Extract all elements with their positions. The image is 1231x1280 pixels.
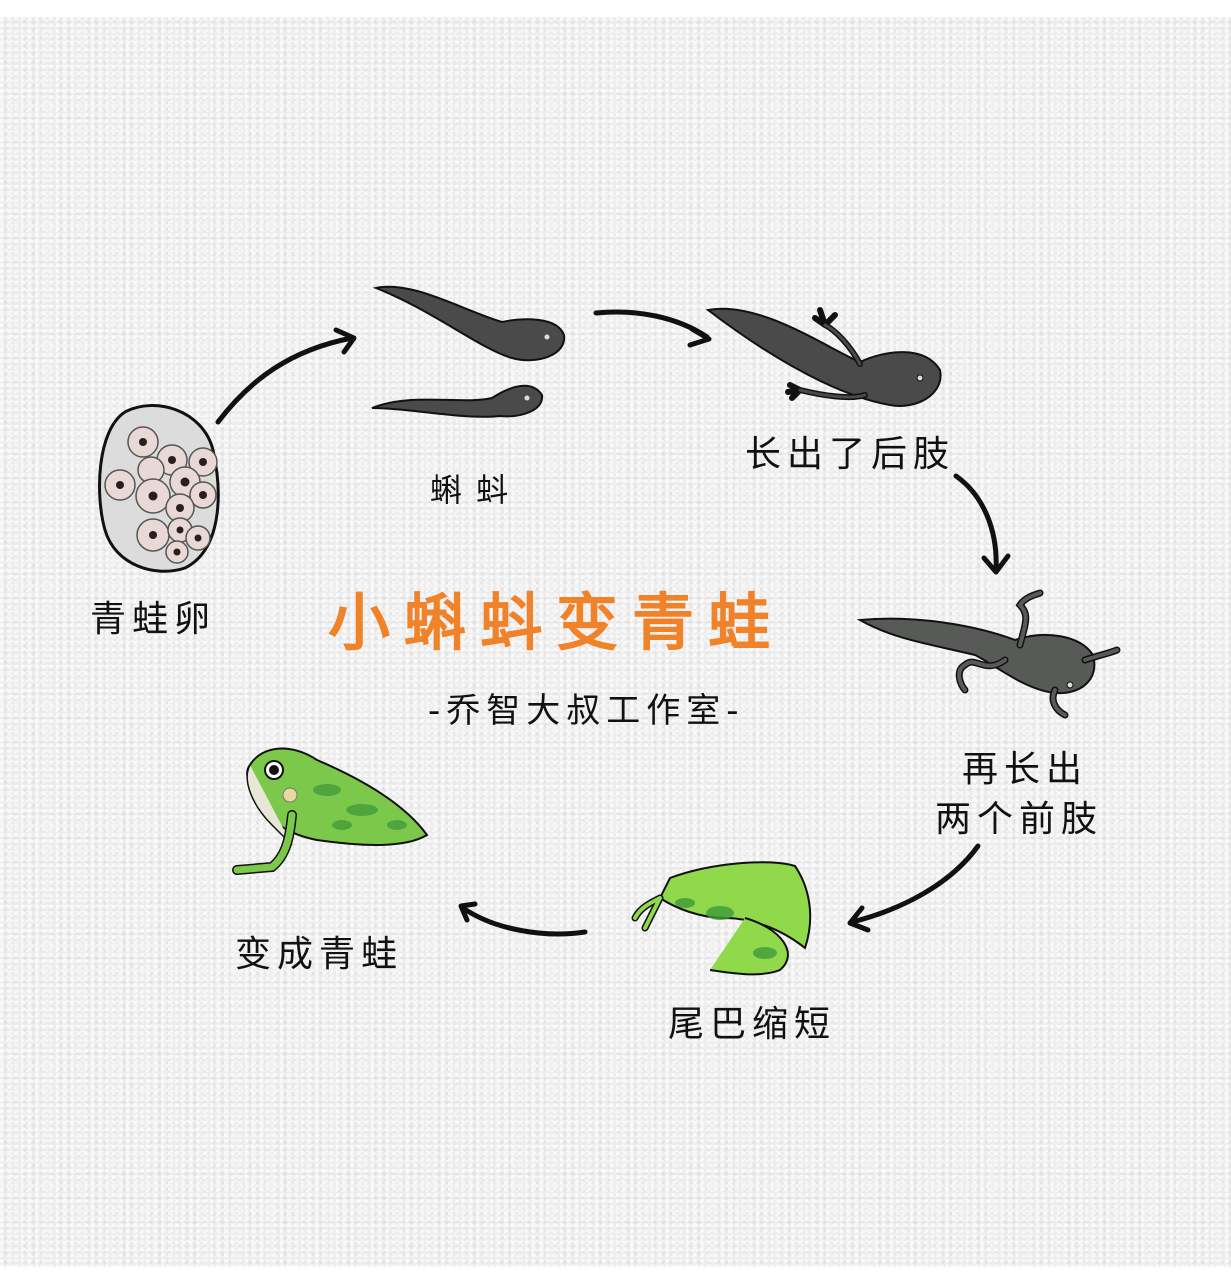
diagram-subtitle: -乔智大叔工作室- (428, 691, 745, 731)
stage-label-hind-legs: 长出了后肢 (745, 434, 956, 475)
arrow-icon (458, 901, 588, 937)
arrow-icon (847, 843, 981, 933)
frog-icon (232, 747, 429, 875)
tadpole-icon (371, 285, 566, 418)
frog-eggs-icon (98, 404, 220, 573)
arrow-icon (215, 327, 357, 425)
stage-label-eggs: 青蛙卵 (90, 599, 217, 640)
arrow-icon (593, 309, 712, 348)
froglet-icon (631, 861, 812, 976)
stage-label-front-legs-line1: 再长出 (962, 749, 1089, 790)
stage-label-tail-shrinks: 尾巴缩短 (668, 1004, 837, 1045)
arrow-icon (953, 473, 1011, 575)
stage-label-frog: 变成青蛙 (235, 934, 404, 975)
tadpole-four-legs-icon (856, 589, 1121, 719)
diagram-title: 小蝌蚪变青蛙 (328, 586, 785, 659)
stage-label-front-legs-line2: 两个前肢 (935, 799, 1104, 840)
tadpole-hind-legs-icon (705, 307, 942, 407)
stage-label-tadpole: 蝌蚪 (430, 471, 523, 509)
